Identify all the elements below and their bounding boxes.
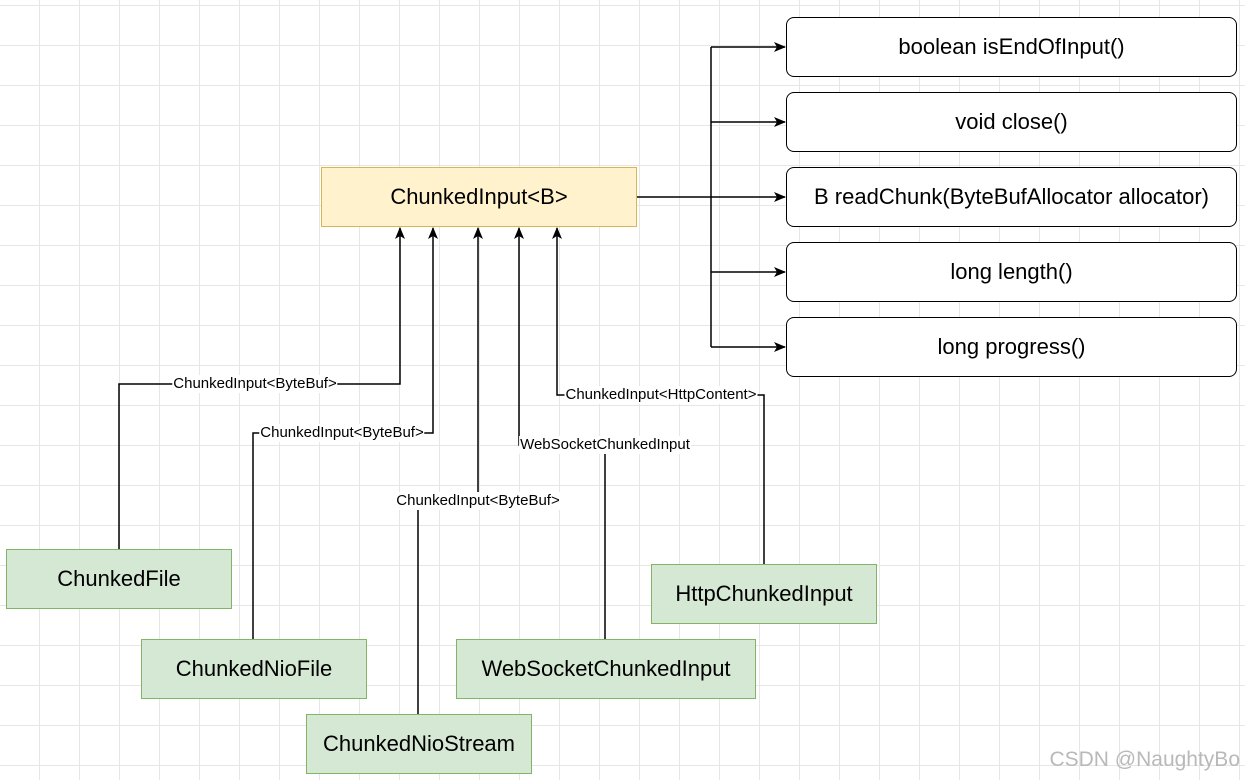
method-box-close: void close() xyxy=(786,92,1237,152)
interface-box: ChunkedInput<B> xyxy=(321,167,637,227)
edge-label-chunked-file: ChunkedInput<ByteBuf> xyxy=(172,375,338,393)
edge-label-chunked-nio-file: ChunkedInput<ByteBuf> xyxy=(259,424,425,442)
impl-label: HttpChunkedInput xyxy=(675,581,853,606)
impl-box-websocket-chunked-input: WebSocketChunkedInput xyxy=(456,639,756,699)
impl-label: ChunkedFile xyxy=(57,566,181,591)
impl-label: WebSocketChunkedInput xyxy=(481,656,731,681)
arrow-websocketchunkedinput xyxy=(514,227,606,639)
impl-label: ChunkedNioFile xyxy=(175,656,333,681)
edge-label-http-chunked-input: ChunkedInput<HttpContent> xyxy=(564,386,758,404)
method-label: long progress() xyxy=(937,334,1086,359)
impl-box-chunked-file: ChunkedFile xyxy=(6,549,232,609)
impl-box-http-chunked-input: HttpChunkedInput xyxy=(651,564,877,624)
edge-label-websocket-chunked-input: WebSocketChunkedInput xyxy=(519,436,691,454)
watermark: CSDN @NaughtyBo xyxy=(1049,748,1240,771)
method-label: B readChunk(ByteBufAllocator allocator) xyxy=(814,184,1209,209)
method-box-is-end-of-input: boolean isEndOfInput() xyxy=(786,17,1237,77)
interface-label: ChunkedInput<B> xyxy=(390,184,568,209)
impl-box-chunked-nio-stream: ChunkedNioStream xyxy=(306,714,532,774)
impl-box-chunked-nio-file: ChunkedNioFile xyxy=(141,639,367,699)
method-box-length: long length() xyxy=(786,242,1237,302)
method-box-progress: long progress() xyxy=(786,317,1237,377)
method-label: boolean isEndOfInput() xyxy=(898,34,1125,59)
method-label: long length() xyxy=(950,259,1073,284)
impl-label: ChunkedNioStream xyxy=(323,731,515,756)
edge-label-chunked-nio-stream: ChunkedInput<ByteBuf> xyxy=(395,492,561,510)
method-box-read-chunk: B readChunk(ByteBufAllocator allocator) xyxy=(786,167,1237,227)
method-label: void close() xyxy=(955,109,1068,134)
